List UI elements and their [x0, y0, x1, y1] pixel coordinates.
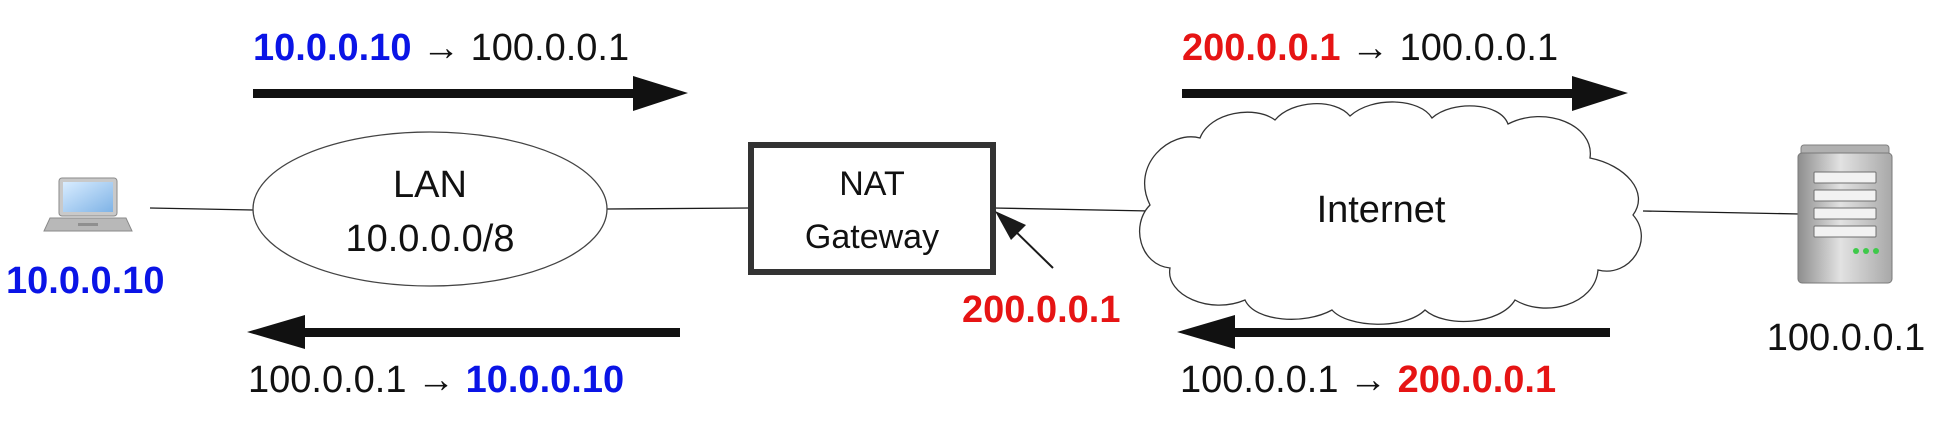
flow-lan-in-label: 100.0.0.1 → 10.0.0.10 — [248, 359, 624, 401]
server-icon — [1797, 144, 1893, 284]
cloud-icon — [1139, 101, 1642, 325]
nat-title-line1: NAT — [839, 165, 904, 203]
link-internet-server — [1642, 210, 1801, 215]
nat-public-ip-label: 200.0.0.1 — [962, 289, 1120, 331]
flow-wan-out-src: 200.0.0.1 — [1182, 27, 1340, 69]
flow-lan-out-label: 10.0.0.10 → 100.0.0.1 — [253, 27, 629, 69]
flow-lan-out-dst: 100.0.0.1 — [471, 27, 629, 69]
flow-wan-in-label: 100.0.0.1 → 200.0.0.1 — [1180, 359, 1556, 401]
flow-lan-out-src: 10.0.0.10 — [253, 27, 411, 69]
flow-lan-in-arrow: → — [417, 359, 455, 401]
nat-title-line2: Gateway — [805, 218, 939, 256]
flow-wan-out-arrow: → — [1351, 27, 1389, 69]
lan-ellipse — [252, 131, 608, 287]
flow-wan-out-dst: 100.0.0.1 — [1400, 27, 1558, 69]
laptop-icon — [43, 177, 133, 232]
arrow-wan-outbound — [1182, 76, 1628, 111]
nat-gateway-box — [748, 142, 996, 275]
server-ip-label: 100.0.0.1 — [1767, 317, 1925, 359]
internet-label: Internet — [1317, 189, 1446, 231]
lan-subnet: 10.0.0.0/8 — [345, 218, 514, 260]
link-nat-internet — [992, 207, 1151, 212]
flow-wan-in-dst: 200.0.0.1 — [1398, 359, 1556, 401]
flow-wan-in-src: 100.0.0.1 — [1180, 359, 1338, 401]
links — [149, 207, 1801, 215]
link-laptop-lan — [149, 207, 254, 211]
flow-lan-in-dst: 10.0.0.10 — [466, 359, 624, 401]
flow-wan-out-label: 200.0.0.1 → 100.0.0.1 — [1182, 27, 1558, 69]
flow-lan-out-arrow: → — [422, 27, 460, 69]
lan-title: LAN — [393, 164, 467, 206]
laptop-ip-label: 10.0.0.10 — [6, 260, 164, 302]
arrow-lan-outbound — [253, 76, 688, 111]
arrow-lan-inbound — [247, 315, 680, 349]
arrow-wan-inbound — [1177, 315, 1610, 349]
flow-wan-in-arrow: → — [1349, 359, 1387, 401]
public-ip-pointer-arrow — [995, 211, 1054, 269]
flow-lan-in-src: 100.0.0.1 — [248, 359, 406, 401]
link-lan-nat — [606, 207, 751, 210]
